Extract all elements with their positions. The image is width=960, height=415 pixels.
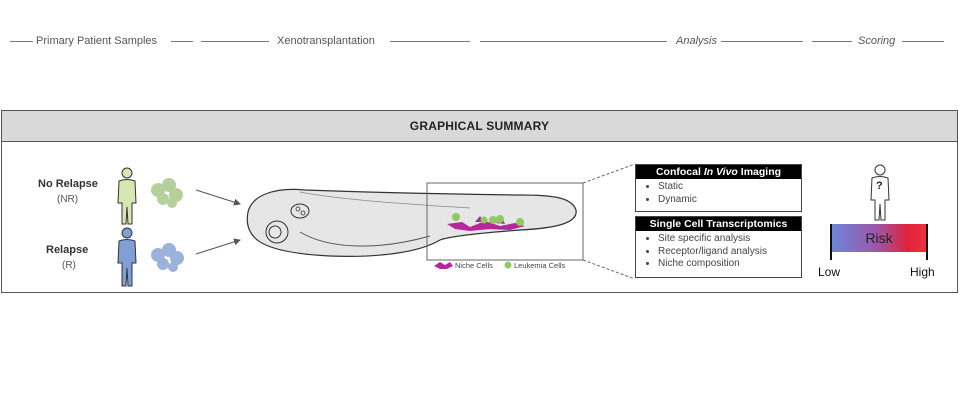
zoom-connector-line — [582, 163, 636, 184]
transcriptomics-analysis-box: Single Cell Transcriptomics Site specifi… — [635, 216, 802, 278]
zoom-connector-line — [582, 259, 636, 280]
transcriptomics-box-title: Single Cell Transcriptomics — [636, 217, 801, 231]
list-item: Niche composition — [658, 258, 801, 271]
risk-low-label: Low — [818, 265, 841, 279]
relapse-abbr: (R) — [62, 260, 76, 271]
no-relapse-patient-icon — [117, 167, 137, 225]
niche-cells-legend-icon — [434, 262, 453, 269]
header-bar: GRAPHICAL SUMMARY — [2, 111, 957, 142]
imaging-box-title: Confocal In Vivo Imaging — [636, 165, 801, 179]
list-item: Site specific analysis — [658, 233, 801, 246]
unknown-patient-icon — [870, 164, 890, 221]
relapse-patient-icon — [117, 227, 137, 287]
arrow-nr-to-fish — [195, 189, 241, 206]
page-title: GRAPHICAL SUMMARY — [409, 119, 550, 133]
risk-high-label: High — [910, 265, 935, 279]
section-title-samples: Primary Patient Samples — [36, 35, 158, 47]
leukemia-cells-legend-icon — [504, 261, 512, 269]
relapse-cells-icon — [151, 243, 184, 272]
no-relapse-label: No Relapse — [38, 178, 98, 190]
leukemia-cells-legend-label: Leukemia Cells — [514, 261, 566, 270]
imaging-analysis-box: Confocal In Vivo Imaging Static Dynamic — [635, 164, 802, 212]
section-title-xenotransplantation: Xenotransplantation — [277, 35, 375, 47]
section-rule — [171, 41, 193, 42]
leukemia-cells-cluster — [452, 213, 524, 226]
list-item: Receptor/ligand analysis — [658, 246, 801, 259]
risk-gradient-bar: Risk — [831, 224, 927, 252]
arrow-r-to-fish — [195, 238, 241, 255]
relapse-label: Relapse — [46, 244, 89, 256]
risk-low-tick — [830, 224, 832, 260]
graphical-summary-panel: GRAPHICAL SUMMARY — [1, 110, 958, 293]
list-item: Dynamic — [658, 194, 801, 207]
section-rule — [201, 41, 269, 42]
no-relapse-abbr: (NR) — [57, 194, 79, 205]
section-title-analysis: Analysis — [676, 35, 717, 47]
section-rule — [390, 41, 470, 42]
section-rule — [10, 41, 33, 42]
zoom-region-box — [426, 182, 584, 261]
zebrafish-larva-icon — [246, 188, 577, 257]
risk-high-tick — [926, 224, 928, 260]
no-relapse-cells-icon — [151, 178, 183, 208]
section-rule — [902, 41, 944, 42]
section-rule — [721, 41, 803, 42]
list-item: Static — [658, 181, 801, 194]
section-rule — [480, 41, 667, 42]
risk-label: Risk — [865, 230, 893, 246]
niche-cells-legend-label: Niche Cells — [455, 261, 493, 270]
unknown-mark: ? — [876, 180, 883, 192]
section-rule — [812, 41, 852, 42]
section-title-scoring: Scoring — [858, 35, 896, 47]
